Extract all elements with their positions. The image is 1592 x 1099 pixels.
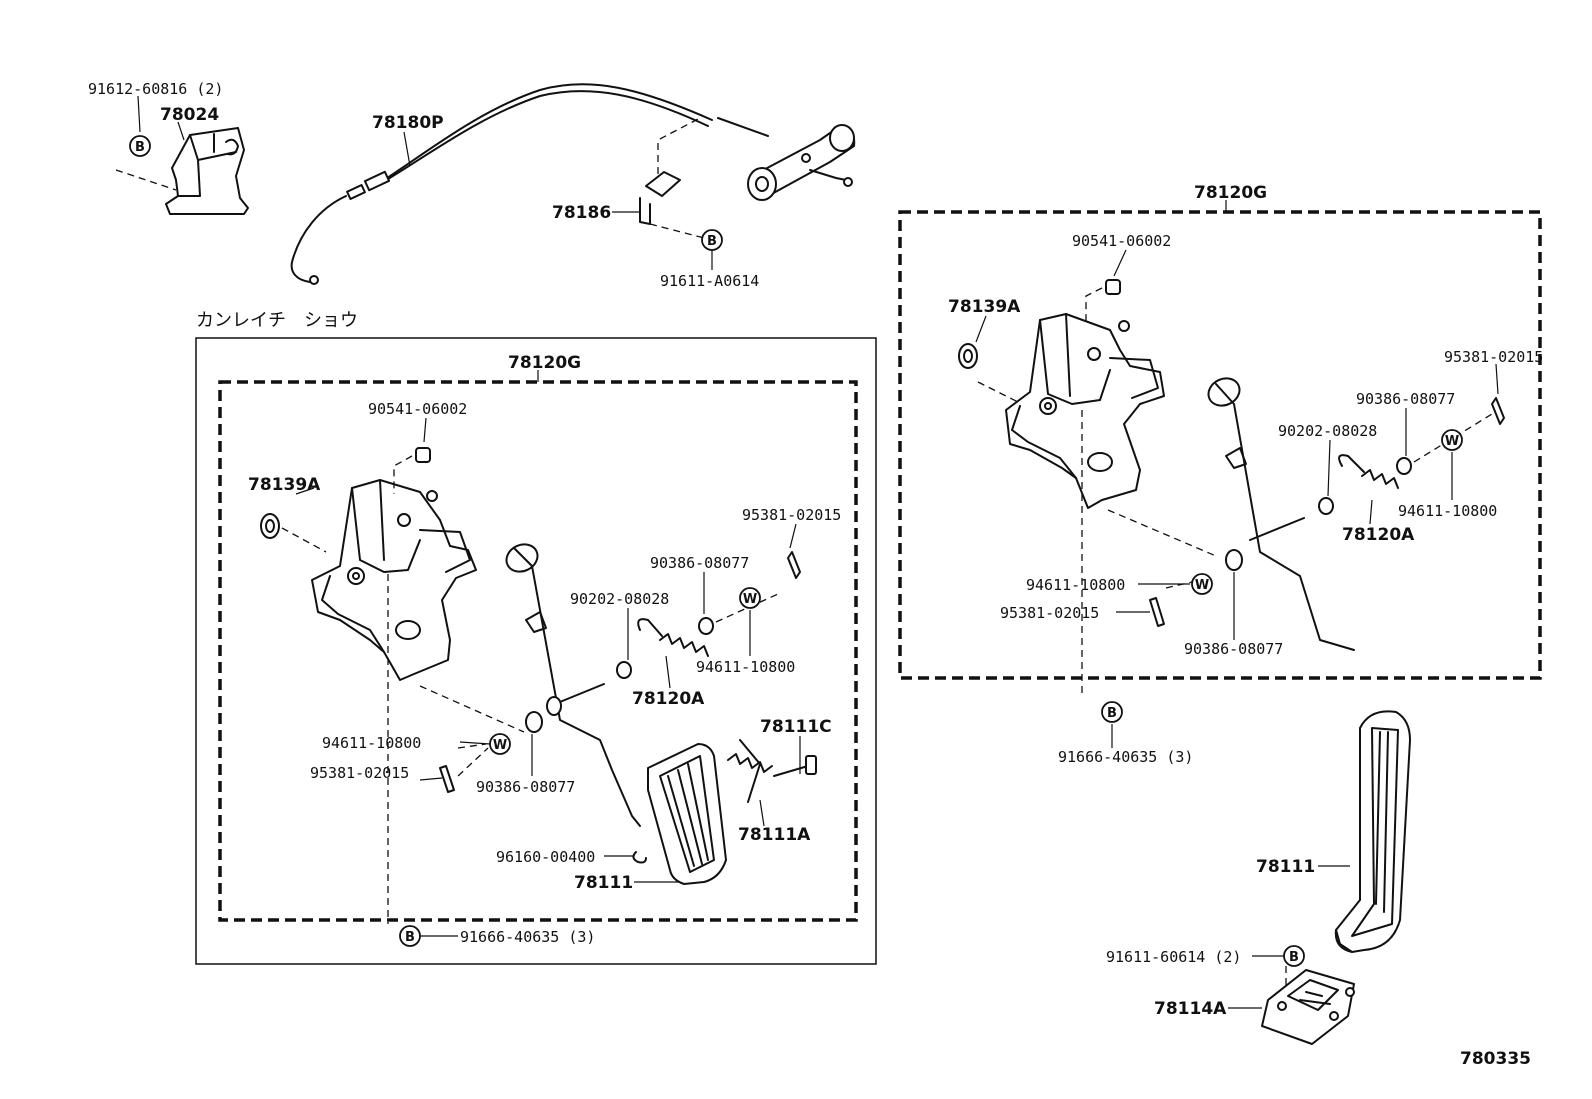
- label-washer-small-right: 90202-08028: [1278, 422, 1377, 440]
- svg-text:W: W: [743, 592, 757, 607]
- cotter-pin-left-bottom: [439, 743, 489, 793]
- label-bushing-right: 78139A: [948, 297, 1021, 317]
- label-cotter-pin-bottom-left: 95381-02015: [310, 764, 409, 782]
- label-assembly-left: 78120G: [508, 353, 581, 373]
- throttle-lever: [747, 124, 856, 201]
- label-clamp: 78186: [552, 203, 611, 223]
- label-bracket-bolt: 91612-60816 (2): [88, 80, 223, 98]
- label-bushing-top-right: 90386-08077: [1356, 390, 1455, 408]
- label-clamp-bolt: 91611-A0614: [660, 272, 759, 290]
- label-washer-top-right: 94611-10800: [1398, 502, 1497, 520]
- cable-clamp-78186: [612, 117, 713, 270]
- label-e-ring-left: 96160-00400: [496, 848, 595, 866]
- label-bushing-top-left: 90386-08077: [650, 554, 749, 572]
- bracket-78024: [115, 95, 249, 215]
- cotter-pin-right-bottom: [1149, 581, 1193, 627]
- label-bracket: 78024: [160, 105, 219, 125]
- label-washer-small-left: 90202-08028: [570, 590, 669, 608]
- section-header: カンレイチ ショウ: [196, 310, 358, 331]
- svg-text:W: W: [1445, 434, 1459, 449]
- symbol-w-circle: W: [1441, 429, 1463, 451]
- pedal-bracket-right: [958, 279, 1217, 696]
- label-pad-bolt: 91611-60614 (2): [1106, 948, 1241, 966]
- label-pedal-right: 78111: [1256, 857, 1315, 877]
- label-pedal-spring-left: 78111A: [738, 825, 811, 845]
- pedal-bracket-left: [260, 447, 525, 924]
- spring-left: [616, 551, 801, 679]
- svg-text:B: B: [405, 930, 415, 945]
- label-spring-right: 78120A: [1342, 525, 1415, 545]
- accelerator-cable-78180P: [290, 83, 769, 285]
- label-pad: 78114A: [1154, 999, 1227, 1019]
- symbol-b-circle: B: [701, 229, 723, 251]
- svg-text:B: B: [707, 234, 717, 249]
- assembly-boundary-right: [898, 210, 1542, 680]
- label-pedal-bolt-left: 78111C: [760, 717, 832, 737]
- symbol-b-circle: B: [129, 135, 151, 157]
- pedal-spring-78111A: [727, 739, 817, 803]
- svg-text:B: B: [1107, 706, 1117, 721]
- pedal-arm-left: [505, 543, 641, 827]
- label-pedal-left: 78111: [574, 873, 633, 893]
- label-washer-bottom-right: 94611-10800: [1026, 576, 1125, 594]
- label-cotter-pin-top-right: 95381-02015: [1444, 348, 1543, 366]
- svg-text:B: B: [135, 140, 145, 155]
- pedal-right-78111: [1318, 710, 1411, 953]
- symbol-w-circle: W: [1191, 573, 1213, 595]
- svg-text:W: W: [493, 738, 507, 753]
- label-bolt-right: 90541-06002: [1072, 232, 1171, 250]
- pedal-pad-78114A: [1228, 955, 1355, 1045]
- label-spring-left: 78120A: [632, 689, 705, 709]
- label-bolt-left: 90541-06002: [368, 400, 467, 418]
- symbol-b-circle: B: [1101, 701, 1123, 723]
- label-washer-bottom-left: 94611-10800: [322, 734, 421, 752]
- symbol-b-circle: B: [399, 925, 421, 947]
- symbol-w-circle: W: [739, 587, 761, 609]
- label-cable: 78180P: [372, 113, 444, 133]
- svg-text:B: B: [1289, 950, 1299, 965]
- symbol-w-circle: W: [489, 733, 511, 755]
- label-mount-bolt-right: 91666-40635 (3): [1058, 748, 1193, 766]
- label-cotter-pin-top-left: 95381-02015: [742, 506, 841, 524]
- pedal-arm-right: [1207, 377, 1355, 651]
- label-bushing-bottom-right: 90386-08077: [1184, 640, 1283, 658]
- label-washer-top-left: 94611-10800: [696, 658, 795, 676]
- diagram-id: 780335: [1460, 1049, 1531, 1069]
- label-assembly-right: 78120G: [1194, 183, 1267, 203]
- label-mount-bolt-left: 91666-40635 (3): [460, 928, 595, 946]
- svg-text:W: W: [1195, 578, 1209, 593]
- cold-area-spec-frame: [195, 337, 877, 965]
- pedal-pad-left: [632, 743, 727, 885]
- assembly-boundary-left: [218, 380, 858, 922]
- label-bushing-left: 78139A: [248, 475, 321, 495]
- label-cotter-pin-bottom-right: 95381-02015: [1000, 604, 1099, 622]
- symbol-b-circle: B: [1283, 945, 1305, 967]
- label-bushing-bottom-left: 90386-08077: [476, 778, 575, 796]
- spring-right: [1318, 397, 1505, 515]
